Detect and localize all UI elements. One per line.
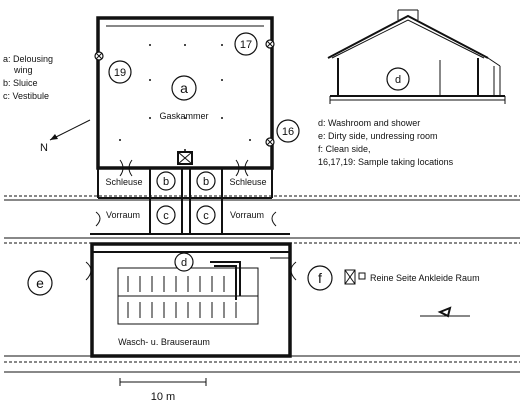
room-c2-letter: c (203, 210, 209, 222)
legend-left-line-2: wing (13, 65, 33, 75)
sample-19-label: 19 (114, 67, 126, 79)
shower-head-icons (127, 276, 237, 318)
section-view (327, 9, 506, 104)
room-d-section-circle (386, 67, 410, 91)
room-c2-circle (196, 205, 216, 225)
door-swing-icons (119, 159, 249, 177)
room-a-letter: a (180, 80, 188, 96)
schleuse-right-label: Schleuse (229, 177, 266, 187)
room-c1-circle (156, 205, 176, 225)
sluice-walls (97, 151, 273, 199)
room-f-letter: f (318, 270, 322, 286)
legend-left-line-1: a: Delousing (3, 54, 53, 64)
stove-icon (344, 269, 366, 285)
wasch-label: Wasch- u. Brauseraum (118, 337, 210, 347)
room-c1-letter: c (163, 210, 169, 222)
legend-right: d: Washroom and shower e: Dirty side, un… (318, 118, 454, 167)
sample-17-circle (234, 32, 258, 56)
gaskammer-label: Gaskammer (159, 111, 208, 121)
drain-arrow-icon (437, 306, 452, 318)
vorraum-left-label: Vorraum (106, 210, 140, 220)
gas-chamber-dots (119, 44, 251, 151)
washroom-walls (85, 242, 297, 358)
scale-bar (119, 378, 207, 386)
reine-seite-label: Reine Seite Ankleide Raum (370, 273, 480, 283)
room-e-letter: e (36, 275, 44, 291)
scale-label: 10 m (151, 391, 175, 403)
sample-17-label: 17 (240, 39, 252, 51)
legend-left-line-4: c: Vestibule (3, 91, 49, 101)
sample-marker-icons (94, 39, 275, 147)
room-d-section-letter: d (395, 74, 401, 86)
vorraum-right-label: Vorraum (230, 210, 264, 220)
sample-19-circle (108, 60, 132, 84)
legend-right-line-3: f: Clean side, (318, 144, 371, 154)
legend-left: a: Delousing wing b: Sluice c: Vestibule (3, 54, 53, 101)
room-d-plan-circle (174, 252, 194, 272)
room-f-circle (307, 265, 333, 291)
building-long-walls (4, 195, 520, 373)
room-b2-letter: b (203, 176, 209, 188)
legend-right-line-4: 16,17,19: Sample taking locations (318, 157, 454, 167)
room-b1-letter: b (163, 176, 169, 188)
room-b2-circle (196, 171, 216, 191)
vestibule-walls (90, 197, 290, 235)
room-d-plan-letter: d (181, 257, 187, 269)
sample-16-circle (276, 119, 300, 143)
north-label: N (40, 142, 48, 154)
legend-right-line-2: e: Dirty side, undressing room (318, 131, 438, 141)
legend-left-line-3: b: Sluice (3, 78, 38, 88)
room-a-circle (171, 75, 197, 101)
room-b1-circle (156, 171, 176, 191)
room-e-circle (27, 270, 53, 296)
legend-right-line-1: d: Washroom and shower (318, 118, 420, 128)
sample-16-label: 16 (282, 126, 294, 138)
gas-chamber-walls (96, 16, 274, 170)
north-arrow (49, 119, 91, 141)
schleuse-left-label: Schleuse (105, 177, 142, 187)
